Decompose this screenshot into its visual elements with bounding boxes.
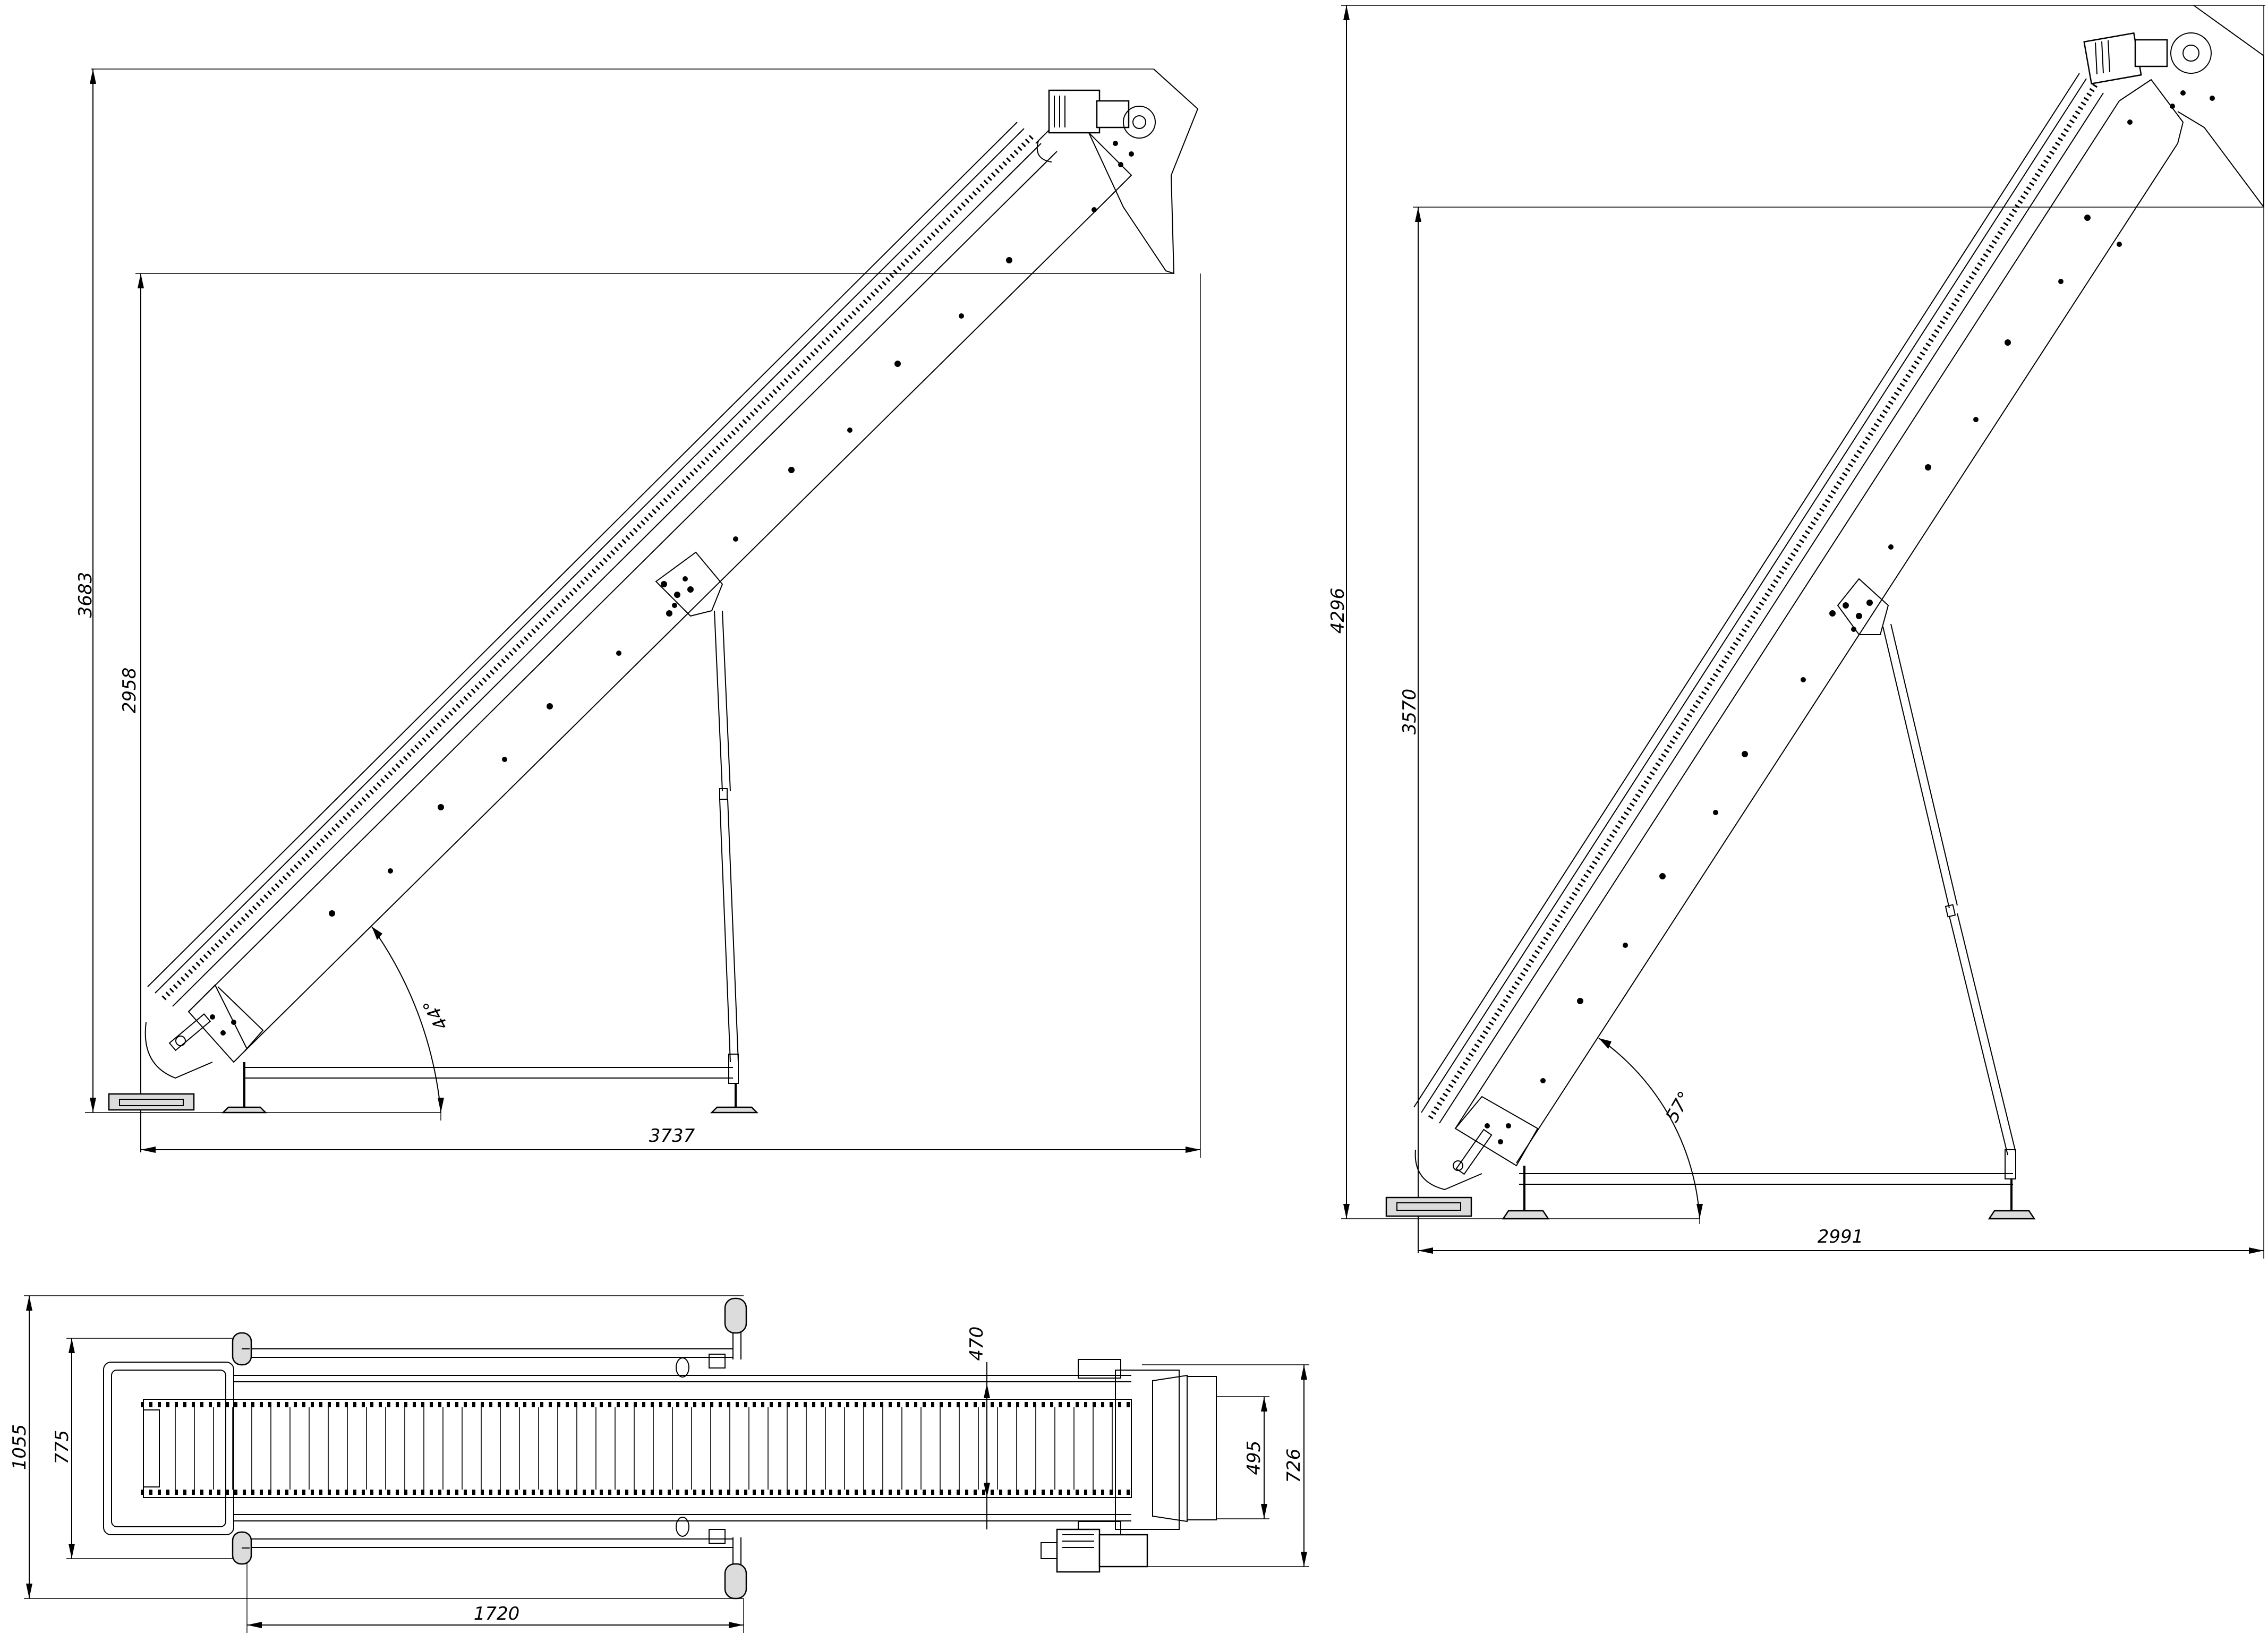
side-view-44-deg: 3683 2958 3737 44° [75,69,1201,1158]
angle-label-view1: 44° [419,995,453,1033]
angle-arc-view1 [371,926,441,1113]
discharge-hood-outline-view2 [2177,5,2264,209]
conveyor-boom-view2 [1413,32,2215,1191]
dim-length-view2: 2991 [1818,1226,1864,1247]
dim-discharge-height-view1: 2958 [119,668,140,714]
top-view: 1055 775 1720 470 495 726 [9,1295,1309,1633]
discharge-hood-outline [1088,69,1199,275]
dim-hopper-outer: 726 [1283,1449,1304,1483]
support-frame-view1 [108,610,759,1114]
dim-total-height-view2: 4296 [1327,588,1349,634]
dim-hopper-inner: 495 [1243,1441,1265,1475]
side-view-57-deg: 4296 3570 2991 57° [1327,5,2265,1259]
dim-length-view1: 3737 [649,1125,695,1147]
top-frame [103,1317,1131,1583]
wheels [232,1297,747,1600]
dim-frame-width: 775 [52,1430,73,1465]
dimension-lines-top [24,1295,1309,1633]
drive-top-view [1041,1359,1217,1573]
belt-top-view [141,1399,1132,1498]
dim-belt-width: 470 [966,1327,987,1361]
support-frame-view2 [1385,623,2036,1220]
dim-overall-width: 1055 [9,1424,30,1470]
angle-arc-view2 [1598,1038,1700,1219]
dimension-lines-view1 [85,69,1201,1158]
dim-total-height-view1: 3683 [75,572,96,618]
conveyor-boom-view1 [144,89,1156,1079]
dimension-lines-view2 [1341,5,2265,1259]
dim-support-offset: 1720 [474,1603,520,1624]
angle-label-view2: 57° [1661,1088,1696,1126]
dim-discharge-height-view2: 3570 [1399,689,1420,735]
